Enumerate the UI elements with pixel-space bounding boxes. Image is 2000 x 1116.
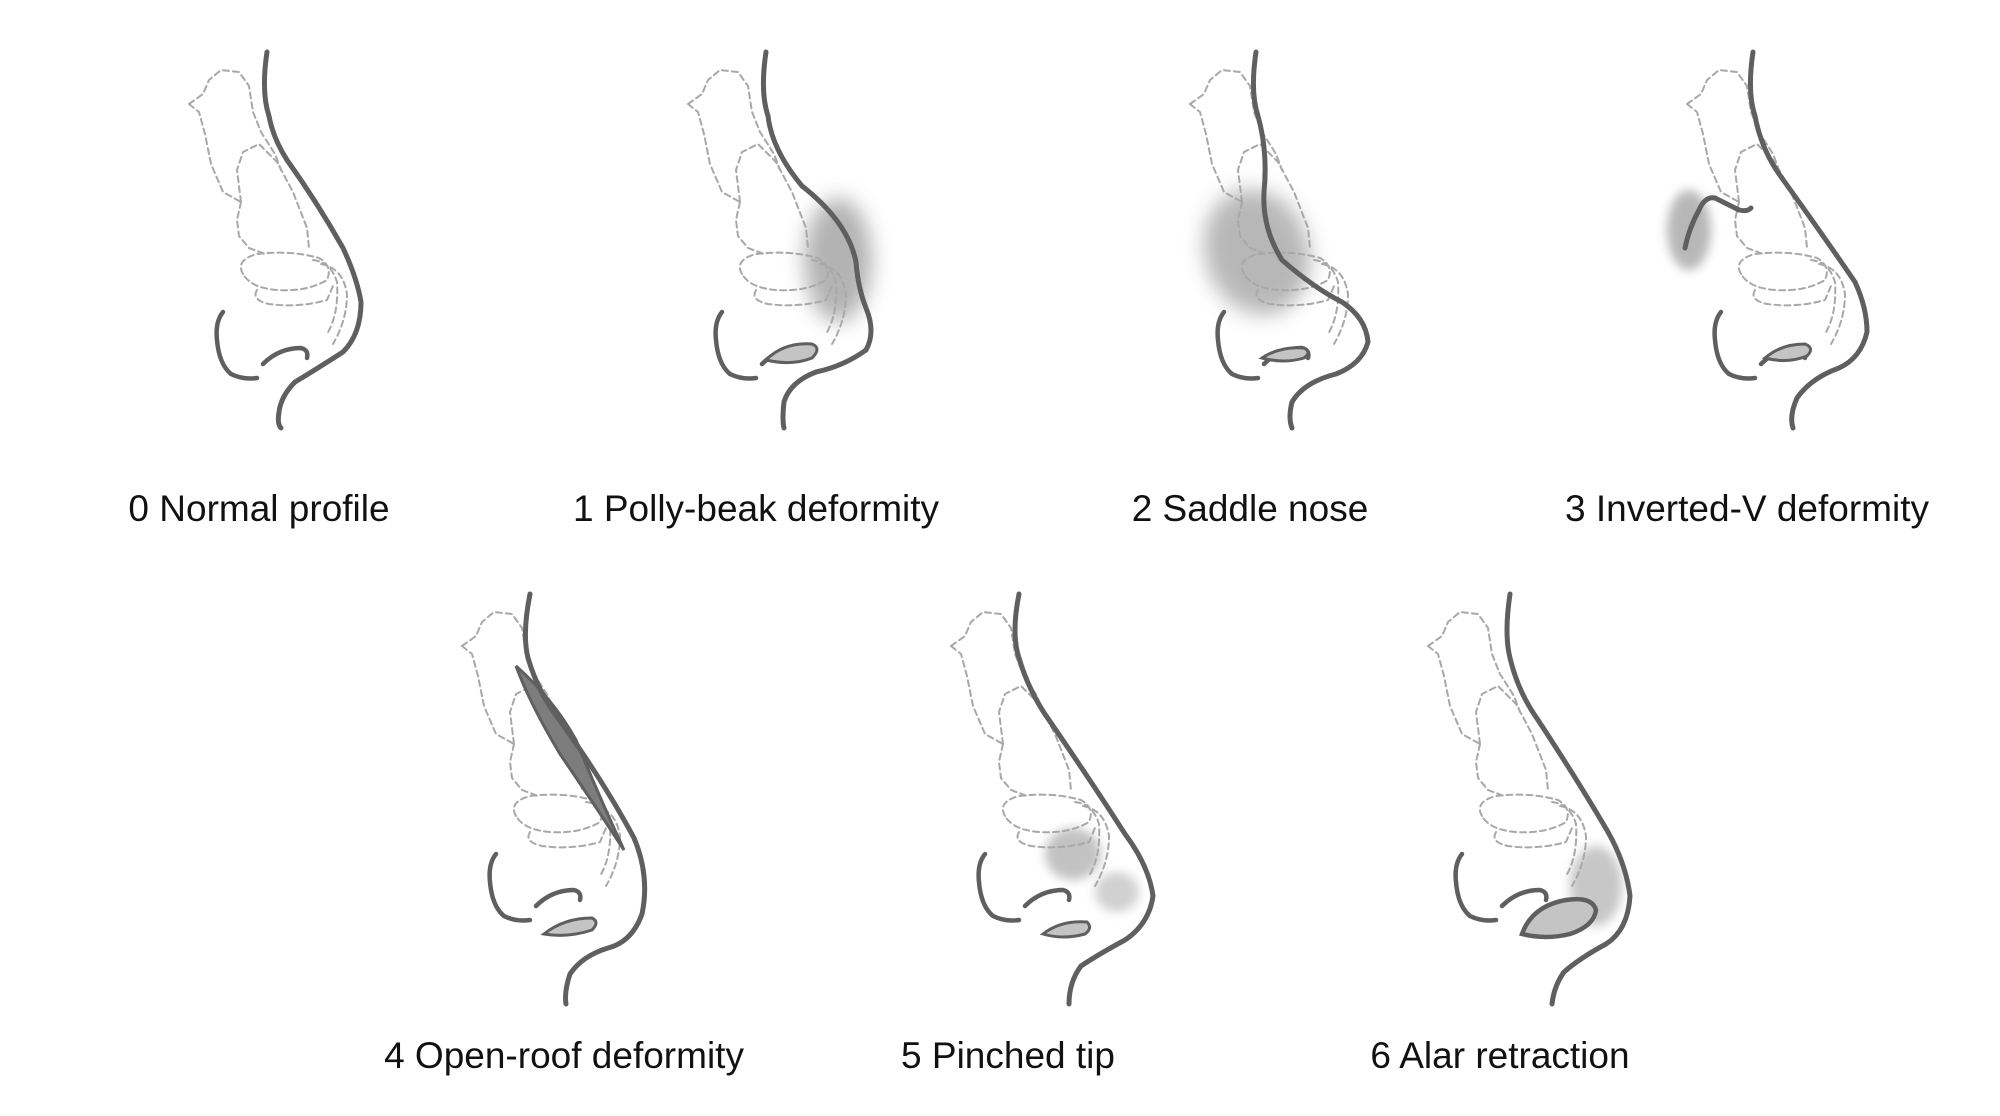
pinched-tip-shading	[1045, 828, 1101, 880]
nose-cartilage-outline	[462, 612, 620, 921]
nose-cartilage-outline	[1428, 612, 1586, 921]
nasal-profile-line	[522, 591, 648, 1007]
nostril	[1258, 346, 1310, 363]
retracted-nostril	[1519, 896, 1599, 940]
nasal-profile-line	[1012, 591, 1156, 1007]
panel-3-inverted-v-deformity: 3 Inverted-V deformity	[1565, 49, 1929, 529]
inverted-v-contour	[1682, 195, 1754, 251]
panel-0-normal-profile: 0 Normal profile	[128, 49, 390, 529]
nasal-profile-line	[1250, 49, 1371, 431]
nostril	[1761, 342, 1812, 363]
panel-label: 6 Alar retraction	[1370, 1035, 1629, 1076]
panel-4-open-roof-deformity: 4 Open-roof deformity	[384, 591, 744, 1076]
panel-label: 4 Open-roof deformity	[384, 1035, 744, 1076]
nostril	[540, 916, 598, 937]
nasal-profile-line	[1504, 591, 1633, 1007]
nasal-profile-line	[760, 49, 874, 431]
panel-label: 3 Inverted-V deformity	[1565, 488, 1929, 529]
open-roof-gap	[514, 664, 626, 851]
supratip-shading	[804, 198, 872, 322]
nostril	[1039, 920, 1092, 939]
panel-1-polly-beak-deformity: 1 Polly-beak deformity	[573, 49, 940, 529]
panel-label: 5 Pinched tip	[901, 1035, 1115, 1076]
nostril	[763, 342, 819, 365]
nasal-profile-line	[261, 49, 364, 431]
panel-6-alar-retraction: 6 Alar retraction	[1370, 591, 1633, 1076]
nasal-profile-line	[1747, 49, 1870, 431]
panel-label: 2 Saddle nose	[1132, 488, 1369, 529]
panel-label: 0 Normal profile	[128, 488, 389, 529]
dorsal-depression-shading	[1203, 189, 1311, 315]
pinched-tip-shading-lower	[1095, 872, 1139, 912]
panel-label: 1 Polly-beak deformity	[573, 488, 940, 529]
panel-2-saddle-nose: 2 Saddle nose	[1132, 49, 1371, 529]
panel-5-pinched-tip: 5 Pinched tip	[901, 591, 1156, 1076]
